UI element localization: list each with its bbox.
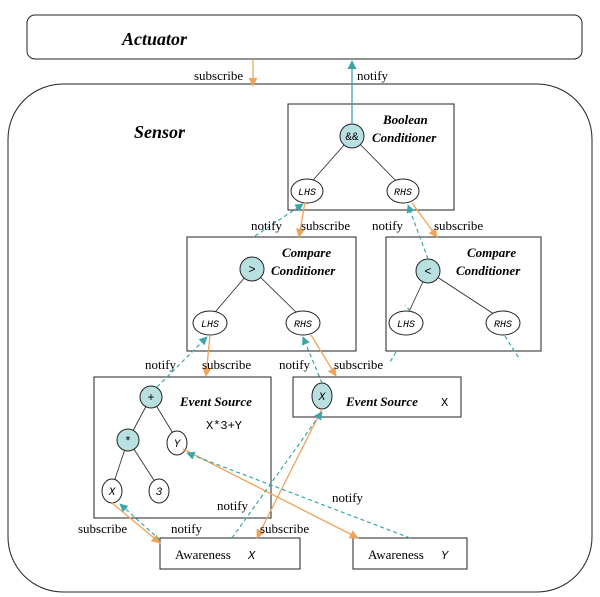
- notify-label: notify: [145, 357, 177, 372]
- notify-arrow: [389, 351, 397, 363]
- tree-edge: [427, 270, 501, 319]
- subscribe-label: subscribe: [78, 521, 127, 536]
- awareness-x-var: X: [247, 549, 256, 563]
- awareness-x-label: Awareness: [175, 547, 231, 562]
- subscribe-label: subscribe: [260, 521, 309, 536]
- notify-label: notify: [217, 498, 249, 513]
- event-source-x-title: Event Source: [345, 394, 418, 409]
- compare-right-rhs-label: RHS: [494, 320, 512, 331]
- actuator-box: [26, 14, 583, 60]
- subscribe-arrow: [256, 408, 323, 539]
- compare-right-title-1: Compare: [467, 245, 516, 260]
- boolean-lhs-label: LHS: [298, 188, 316, 199]
- subscribe-arrow: [411, 202, 438, 238]
- compare-right-lhs-label: LHS: [397, 320, 415, 331]
- subscribe-label: subscribe: [194, 68, 243, 83]
- greater-than-label: >: [248, 263, 255, 277]
- boolean-conditioner-title-2: Conditioner: [372, 130, 437, 145]
- notify-arrow: [302, 336, 323, 384]
- awareness-y-label: Awareness: [368, 547, 424, 562]
- subscribe-arrow: [310, 334, 337, 377]
- subscribe-label: subscribe: [301, 218, 350, 233]
- notify-label: notify: [171, 521, 203, 536]
- compare-right-lhs-node: [388, 310, 424, 336]
- notify-label: notify: [372, 218, 404, 233]
- awareness-x-box: [159, 537, 301, 570]
- compare-left-title-1: Compare: [282, 245, 331, 260]
- awareness-y-var: Y: [441, 549, 449, 563]
- event-source-x-node-label: X: [318, 392, 327, 404]
- notify-arrow: [254, 203, 304, 237]
- subscribe-label: subscribe: [202, 357, 251, 372]
- notify-label: notify: [251, 218, 283, 233]
- boolean-lhs-node: [290, 178, 324, 204]
- compare-left-rhs-node: [285, 310, 321, 336]
- event-source-x-var: X: [441, 396, 448, 410]
- event-source-expr-title: Event Source: [179, 394, 252, 409]
- plus-operator-node: [139, 385, 163, 409]
- subscribe-label: subscribe: [434, 218, 483, 233]
- subscribe-label: subscribe: [334, 357, 383, 372]
- actuator-title: Actuator: [121, 29, 188, 49]
- compare-right-title-2: Conditioner: [456, 263, 521, 278]
- notify-arrow: [406, 204, 429, 260]
- compare-left-lhs-label: LHS: [201, 320, 219, 331]
- notify-label: notify: [279, 357, 311, 372]
- compare-right-rhs-node: [485, 310, 521, 336]
- y-variable-label: Y: [174, 439, 182, 451]
- compare-left-rhs-label: RHS: [294, 320, 312, 331]
- compare-left-title-2: Conditioner: [271, 263, 336, 278]
- notify-arrow: [156, 336, 208, 388]
- notify-label: notify: [357, 68, 389, 83]
- notify-arrow: [119, 503, 161, 541]
- greater-than-node: [239, 256, 265, 282]
- three-constant-node: [148, 478, 170, 504]
- boolean-rhs-node: [386, 178, 420, 204]
- subscribe-arrow: [295, 201, 306, 238]
- notify-arrow: [231, 411, 323, 539]
- notify-arrow: [186, 451, 411, 539]
- less-than-label: <: [424, 265, 431, 279]
- notify-arrow: [504, 335, 521, 361]
- notify-arrow: [404, 304, 411, 312]
- subscribe-arrow: [182, 448, 359, 539]
- boolean-conditioner-title-1: Boolean: [382, 112, 428, 127]
- x-variable-label: X: [108, 487, 117, 499]
- sensor-title: Sensor: [134, 122, 186, 142]
- boolean-rhs-label: RHS: [394, 188, 412, 199]
- times-operator-label: *: [124, 435, 131, 449]
- subscribe-arrow: [202, 334, 212, 377]
- event-source-expression: X*3+Y: [206, 419, 242, 433]
- y-variable-node: [166, 430, 188, 456]
- and-operator-label: &&: [345, 132, 359, 144]
- notify-label: notify: [332, 490, 364, 505]
- times-operator-node: [116, 428, 140, 452]
- three-constant-label: 3: [156, 487, 163, 499]
- plus-operator-label: +: [147, 391, 154, 405]
